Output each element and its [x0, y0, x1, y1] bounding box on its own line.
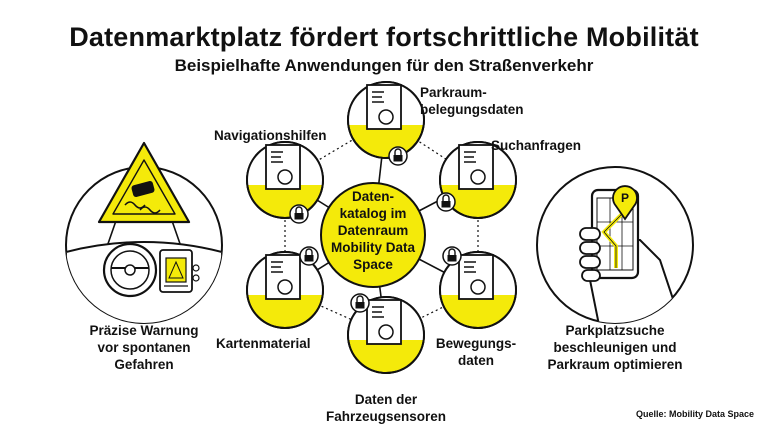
right-panel-caption: Parkplatzsuche beschleunigen und Parkrau…: [547, 323, 683, 372]
lock-icon: [442, 246, 462, 266]
document-icon: [265, 144, 301, 190]
label-bewegungsdaten: Bewegungs- daten: [435, 336, 517, 368]
hand-fingers: [579, 227, 601, 282]
document-icon: [458, 144, 494, 190]
lock-icon: [350, 293, 370, 313]
document-icon: [366, 84, 402, 130]
lock-icon: [289, 204, 309, 224]
node-parkraum: [347, 81, 425, 166]
central-catalog-label: Daten- katalog im Datenraum Mobility Dat…: [330, 189, 415, 272]
parking-search-illustration: [536, 166, 694, 324]
label-parkraum: Parkraum- belegungsdaten: [420, 85, 524, 117]
node-navigation: [246, 141, 324, 224]
lock-icon: [436, 192, 456, 212]
label-navigation: Navigationshilfen: [214, 128, 327, 143]
label-fahrzeugsensoren: Daten der Fahrzeugsensoren: [325, 392, 447, 424]
parking-sign-letter: P: [620, 191, 629, 205]
document-icon: [458, 254, 494, 300]
document-icon: [265, 254, 301, 300]
hazard-warning-illustration: [65, 141, 223, 324]
node-fahrzeugsensoren: [347, 293, 425, 374]
lock-icon: [388, 146, 408, 166]
label-suchanfragen: Suchanfragen: [491, 138, 582, 153]
document-icon: [366, 299, 402, 345]
node-suchanfragen: [436, 141, 517, 219]
page-title: Datenmarktplatz fördert fortschrittliche…: [69, 22, 699, 52]
left-panel-caption: Präzise Warnung vor spontanen Gefahren: [89, 323, 199, 372]
lock-icon: [299, 246, 319, 266]
node-kartenmaterial: [246, 246, 324, 329]
label-kartenmaterial: Kartenmaterial: [216, 336, 311, 351]
source-credit: Quelle: Mobility Data Space: [635, 409, 754, 419]
central-catalog-circle: [320, 182, 426, 288]
warning-triangle-icon: [97, 141, 191, 224]
page-subtitle: Beispielhafte Anwendungen für den Straße…: [174, 56, 594, 75]
node-bewegungsdaten: [439, 246, 517, 329]
parking-marker-icon: [612, 185, 638, 221]
